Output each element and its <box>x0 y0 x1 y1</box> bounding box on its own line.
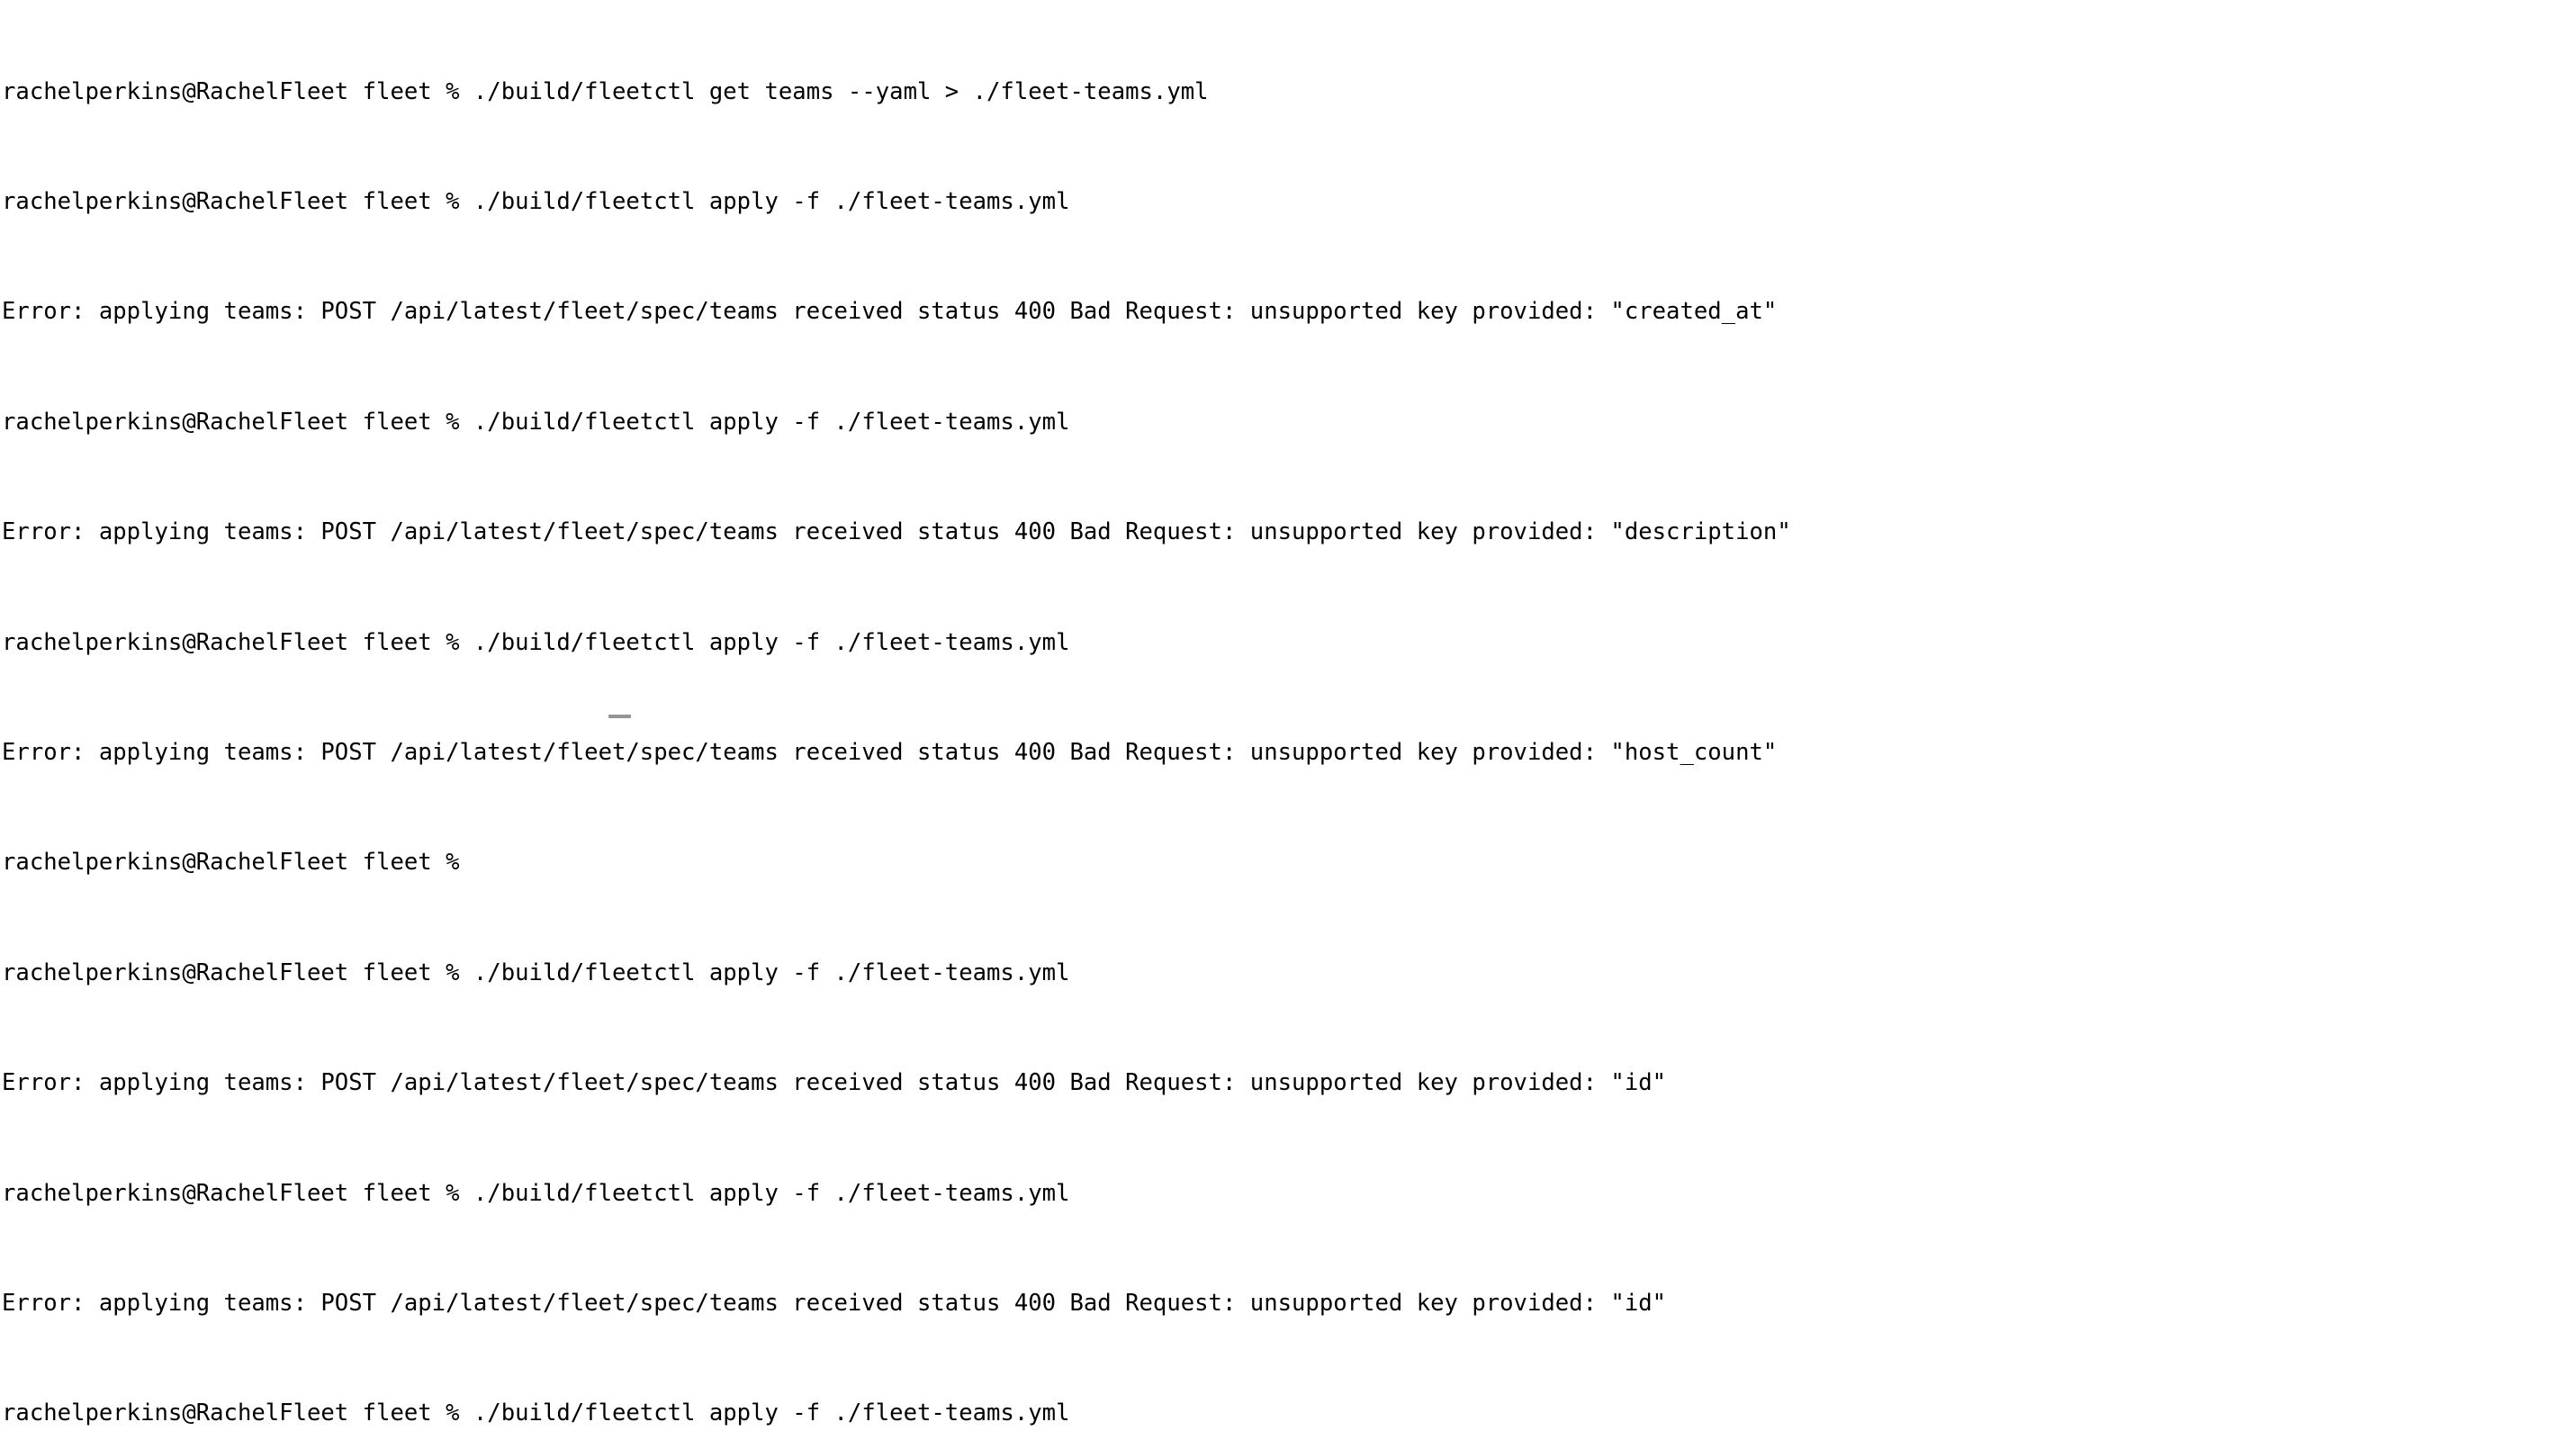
terminal-line: rachelperkins@RachelFleet fleet % ./buil… <box>2 187 1070 215</box>
terminal-line: rachelperkins@RachelFleet fleet % ./buil… <box>2 628 1070 656</box>
terminal-line: rachelperkins@RachelFleet fleet % ./buil… <box>2 958 1070 986</box>
terminal-line: Error: applying teams: POST /api/latest/… <box>2 518 1791 546</box>
terminal-line: rachelperkins@RachelFleet fleet % ./buil… <box>2 408 1070 436</box>
terminal-line: rachelperkins@RachelFleet fleet % <box>2 849 473 877</box>
terminal-line: Error: applying teams: POST /api/latest/… <box>2 1289 1667 1317</box>
terminal-line: Error: applying teams: POST /api/latest/… <box>2 1069 1667 1097</box>
terminal-line: Error: applying teams: POST /api/latest/… <box>2 298 1778 326</box>
terminal-line: Error: applying teams: POST /api/latest/… <box>2 738 1778 766</box>
terminal-line: rachelperkins@RachelFleet fleet % ./buil… <box>2 1400 1070 1427</box>
scrollbar-thumb[interactable] <box>608 715 631 718</box>
terminal-line: rachelperkins@RachelFleet fleet % ./buil… <box>2 77 1209 105</box>
terminal-line: rachelperkins@RachelFleet fleet % ./buil… <box>2 1179 1070 1207</box>
